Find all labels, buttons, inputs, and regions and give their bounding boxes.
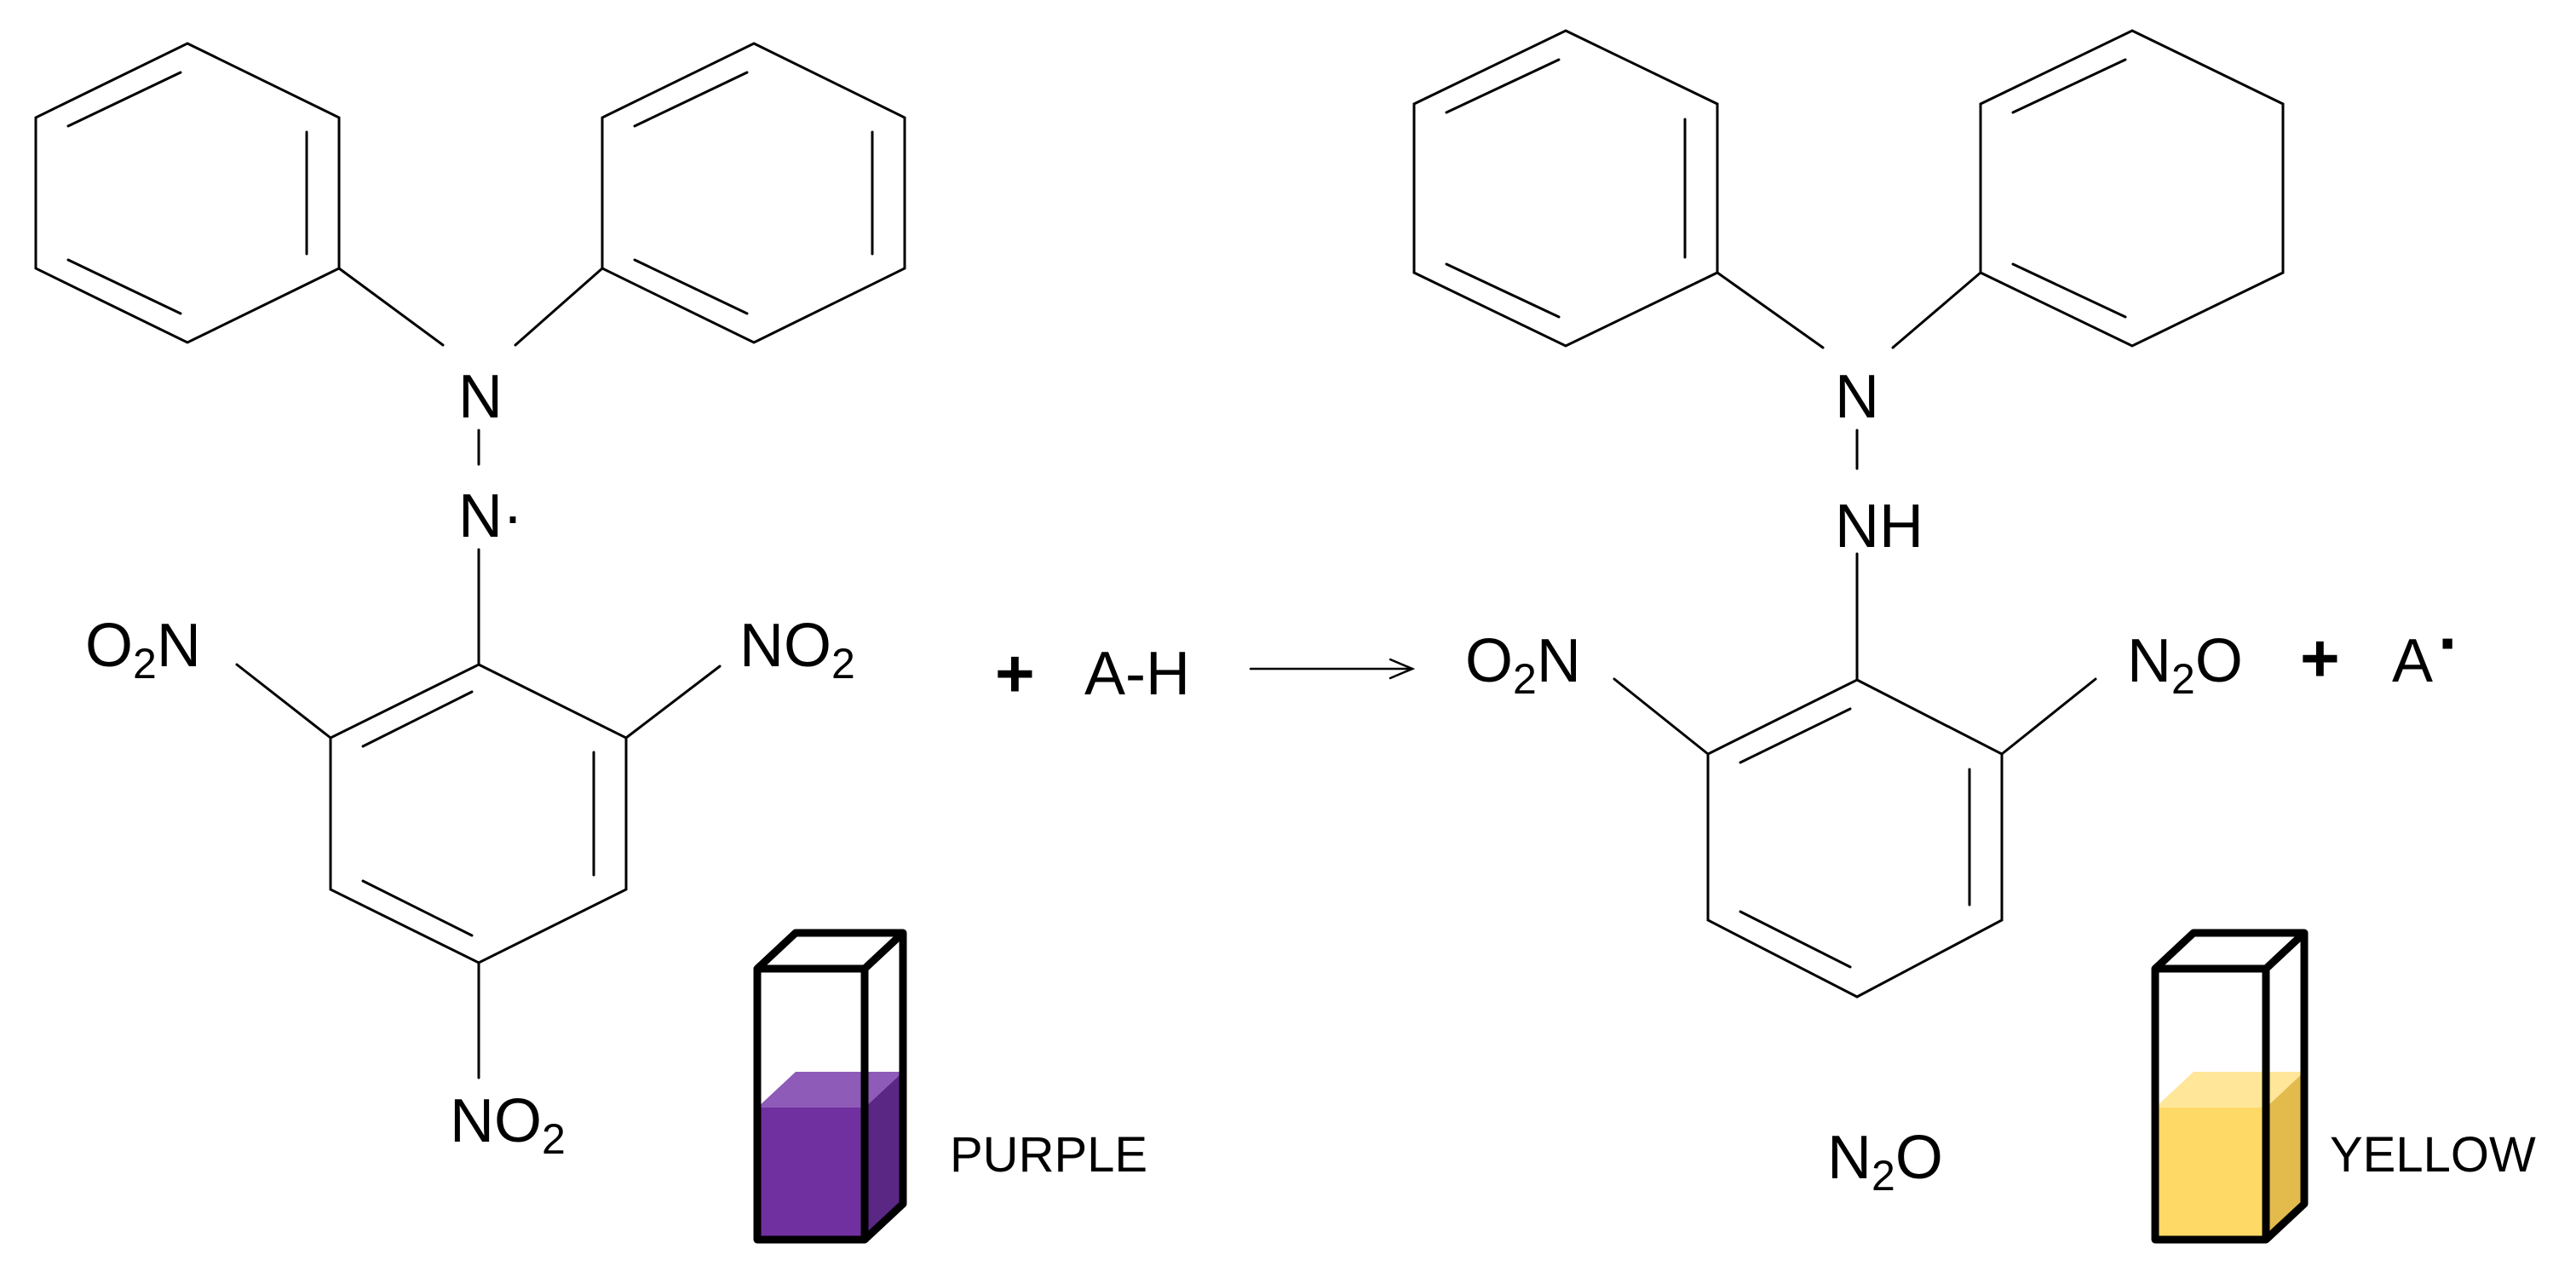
plus-sign-byproduct: + [2300,620,2340,696]
reactant-trinitrophenyl-ring [329,663,628,964]
product-bond-n2o-right [2000,677,2097,756]
plus-sign-reagent: + [995,636,1035,711]
product-label-n2o-right: N2O [2127,627,2243,703]
reactant-label-no2-bottom: NO2 [450,1087,566,1163]
product-bond-no2-left [1613,677,1710,756]
purple-cuvette-icon [753,929,907,1244]
yellow-color-label: YELLOW [2330,1127,2536,1183]
reagent-a-h: A-H [1084,640,1190,708]
yellow-liquid-side [2266,1072,2304,1240]
purple-color-label: PURPLE [950,1127,1147,1183]
reaction-arrow [1249,658,1416,680]
product-right-ring [1979,29,2285,348]
product-left-phenyl-ring [1412,29,1719,348]
purple-liquid-side [865,1072,903,1240]
reactant-label-no2-right: NO2 [739,612,855,688]
reactant-atom-n-top: N [458,363,503,431]
product-bond-n-right-ring [1891,271,1982,349]
product-label-n2o-bottom: N2O [1827,1124,1943,1200]
yellow-cuvette-icon [2151,929,2309,1244]
byproduct-radical: A· [2392,605,2461,695]
reactant-label-o2n-left: O2N [85,612,201,688]
reactant-bond-n-right-ring [514,267,604,347]
product-bond-n-left-ring [1716,271,1825,349]
product-dinitrophenyl-ring [1706,678,2004,999]
product-atom-nh: NH [1835,492,1923,561]
product-label-o2n-left: O2N [1465,627,1581,703]
product-atom-n-top: N [1835,363,1879,431]
reactant-bond-n-left-ring [337,267,445,347]
reactant-atom-n-radical: N· [458,482,523,550]
reactant-right-phenyl-ring [601,42,906,344]
purple-liquid-front [757,1108,865,1240]
yellow-liquid-front [2155,1108,2266,1240]
reactant-bond-no2-right [624,665,722,740]
reactant-bond-no2-left [235,663,332,740]
reactant-left-phenyl-ring [34,42,341,344]
